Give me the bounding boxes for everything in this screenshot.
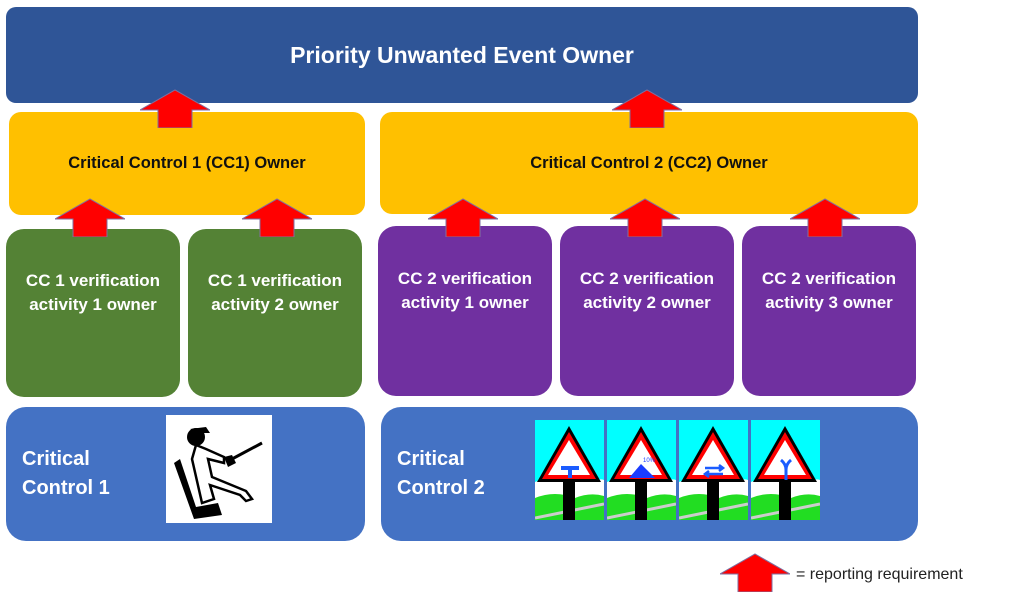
cc2-owner-label: Critical Control 2 (CC2) Owner: [530, 153, 768, 172]
cc2-owner-box: Critical Control 2 (CC2) Owner: [380, 112, 918, 214]
priority-unwanted-event-owner-box: Priority Unwanted Event Owner: [6, 7, 918, 103]
reporting-arrow-cc1a2-to-cc1: [240, 197, 314, 238]
control-line2: Control 1: [22, 477, 110, 499]
road-merge-sign-icon: [750, 420, 821, 520]
activity-line2: activity 2 owner: [583, 293, 711, 312]
activity-line1: CC 2 verification: [397, 269, 533, 288]
control-line1: Critical: [22, 448, 90, 470]
reporting-arrow-cc2a3-to-cc2: [788, 197, 862, 238]
cc2-activity-1-box: CC 2 verification activity 1 owner: [378, 226, 552, 396]
activity-line2: activity 3 owner: [765, 293, 893, 312]
cc1-activity-1-box: CC 1 verification activity 1 owner: [6, 229, 180, 397]
reporting-arrow-cc2a1-to-cc2: [426, 197, 500, 238]
reporting-arrow-cc1-to-top: [138, 88, 212, 129]
control-line1: Critical: [397, 448, 465, 470]
cc2-activity-2-box: CC 2 verification activity 2 owner: [560, 226, 734, 396]
cc1-owner-label: Critical Control 1 (CC1) Owner: [68, 154, 306, 172]
legend-text: = reporting requirement: [796, 566, 963, 583]
activity-line2: activity 1 owner: [401, 293, 529, 312]
cc2-activity-3-box: CC 2 verification activity 3 owner: [742, 226, 916, 396]
activity-line2: activity 2 owner: [211, 295, 339, 314]
legend-arrow-icon: [718, 552, 792, 593]
t-junction-sign-icon: [534, 420, 605, 520]
cc1-activity-2-box: CC 1 verification activity 2 owner: [188, 229, 362, 397]
svg-text:10%: 10%: [643, 458, 656, 464]
activity-line1: CC 1 verification: [207, 271, 343, 290]
cc1-owner-box: Critical Control 1 (CC1) Owner: [9, 112, 365, 215]
reporting-arrow-cc1a1-to-cc1: [53, 197, 127, 238]
top-label: Priority Unwanted Event Owner: [290, 41, 634, 68]
activity-line2: activity 1 owner: [29, 295, 157, 314]
reporting-arrow-cc2a2-to-cc2: [608, 197, 682, 238]
reporting-arrow-cc2-to-top: [610, 88, 684, 129]
steep-descent-sign-icon: 10%: [606, 420, 677, 520]
seated-operator-icon: [166, 415, 272, 523]
two-way-traffic-sign-icon: [678, 420, 749, 520]
control-line2: Control 2: [397, 477, 485, 499]
activity-line1: CC 1 verification: [25, 271, 161, 290]
activity-line1: CC 2 verification: [579, 269, 715, 288]
activity-line1: CC 2 verification: [761, 269, 897, 288]
